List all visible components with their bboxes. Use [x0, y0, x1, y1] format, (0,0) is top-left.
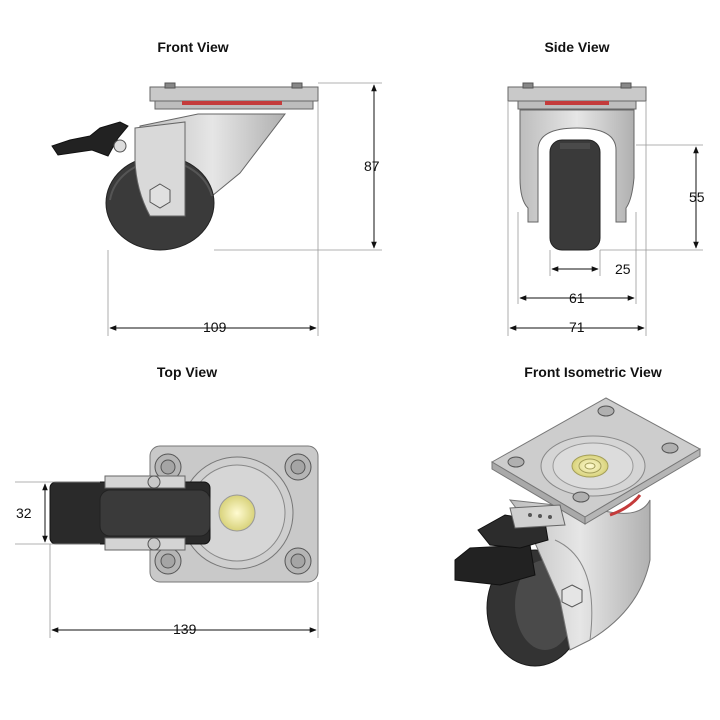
top-brass-center	[218, 494, 256, 532]
top-view-title: Top View	[156, 364, 218, 380]
iso-brake-pedal	[454, 544, 536, 586]
front-brake-lever	[51, 121, 129, 157]
front-view-title: Front View	[157, 39, 229, 55]
side-plate	[507, 86, 647, 102]
front-view	[51, 82, 382, 336]
side-view	[507, 82, 703, 336]
side-total-width-label: 71	[569, 319, 585, 335]
side-inner-width-label: 61	[569, 290, 585, 306]
top-length-label: 139	[173, 621, 197, 637]
iso-axle-bolt	[561, 584, 583, 608]
iso-brass-center	[571, 454, 609, 478]
side-wheel-width-label: 25	[615, 261, 631, 277]
front-height-label: 87	[364, 158, 380, 174]
front-axle-bolt	[149, 183, 171, 209]
side-height-label: 55	[689, 189, 705, 205]
front-width-label: 109	[203, 319, 227, 335]
side-wheel	[549, 139, 601, 251]
front-plate	[149, 86, 319, 102]
iso-view-title: Front Isometric View	[524, 364, 662, 380]
front-red-washer	[182, 101, 282, 105]
side-view-title: Side View	[544, 39, 610, 55]
isometric-view	[454, 397, 702, 667]
top-wheel-width-label: 32	[16, 505, 32, 521]
side-fork	[519, 109, 635, 223]
top-view	[15, 445, 319, 638]
